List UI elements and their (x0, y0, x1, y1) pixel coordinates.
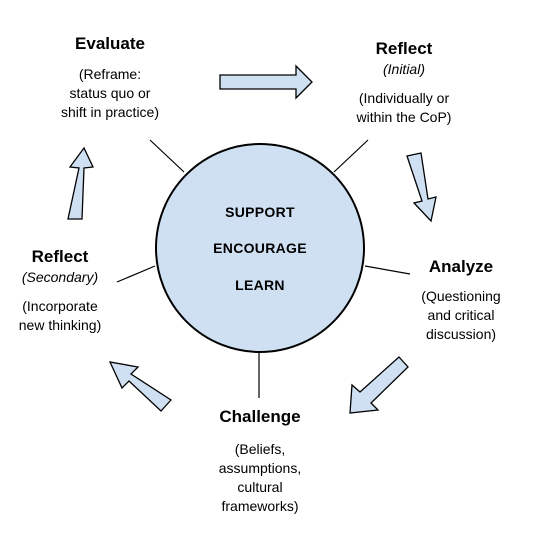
arrow-analyze-to-challenge (349, 356, 409, 414)
arrow-challenge-to-reflect (108, 361, 172, 412)
stage-evaluate-title: Evaluate (75, 34, 145, 53)
stage-analyze-title: Analyze (428, 257, 494, 276)
stage-challenge-desc-1: (Beliefs, (234, 441, 286, 457)
connector-analyze (364, 265, 411, 275)
arrow-reflect-to-analyze (406, 152, 437, 223)
stage-analyze: Analyze (Questioning and critical discus… (396, 256, 526, 344)
stage-evaluate: Evaluate (Reframe: status quo or shift i… (30, 33, 190, 122)
stage-challenge: Challenge (Beliefs, assumptions, cultura… (190, 406, 330, 516)
stage-challenge-desc-3: cultural (237, 479, 283, 495)
stage-reflect-initial-title: Reflect (375, 39, 433, 58)
stage-analyze-desc-2: and critical (427, 307, 495, 323)
stage-analyze-desc-1: (Questioning (421, 288, 501, 304)
connector-reflect-secondary (116, 265, 156, 283)
connector-evaluate (149, 139, 185, 173)
stage-reflect-secondary-desc-2: new thinking) (18, 317, 102, 333)
center-word-support: SUPPORT (225, 204, 295, 220)
stage-challenge-title: Challenge (219, 407, 301, 426)
stage-challenge-desc-4: frameworks) (221, 498, 299, 514)
connector-reflect-initial (333, 139, 369, 173)
stage-analyze-desc-3: discussion) (425, 326, 497, 342)
arrow-evaluate-to-reflect (219, 64, 313, 100)
stage-evaluate-desc-1: (Reframe: (78, 66, 142, 82)
stage-reflect-initial-desc-2: within the CoP) (356, 109, 452, 125)
stage-evaluate-desc-2: status quo or (69, 85, 151, 101)
stage-reflect-initial: Reflect (Initial) (Individually or withi… (324, 38, 484, 127)
stage-reflect-initial-desc-1: (Individually or (358, 90, 450, 106)
stage-reflect-secondary-title: Reflect (31, 247, 89, 266)
stage-reflect-secondary-subtitle: (Secondary) (21, 269, 99, 285)
stage-reflect-secondary: Reflect (Secondary) (Incorporate new thi… (0, 246, 120, 335)
center-circle (155, 143, 365, 353)
stage-reflect-secondary-desc-1: (Incorporate (22, 298, 98, 314)
stage-evaluate-desc-3: shift in practice) (60, 104, 160, 120)
arrow-reflect-to-evaluate (67, 146, 94, 220)
stage-challenge-desc-2: assumptions, (218, 460, 302, 476)
stage-reflect-initial-subtitle: (Initial) (382, 61, 425, 77)
center-word-encourage: ENCOURAGE (213, 240, 307, 256)
center-word-learn: LEARN (235, 277, 285, 293)
